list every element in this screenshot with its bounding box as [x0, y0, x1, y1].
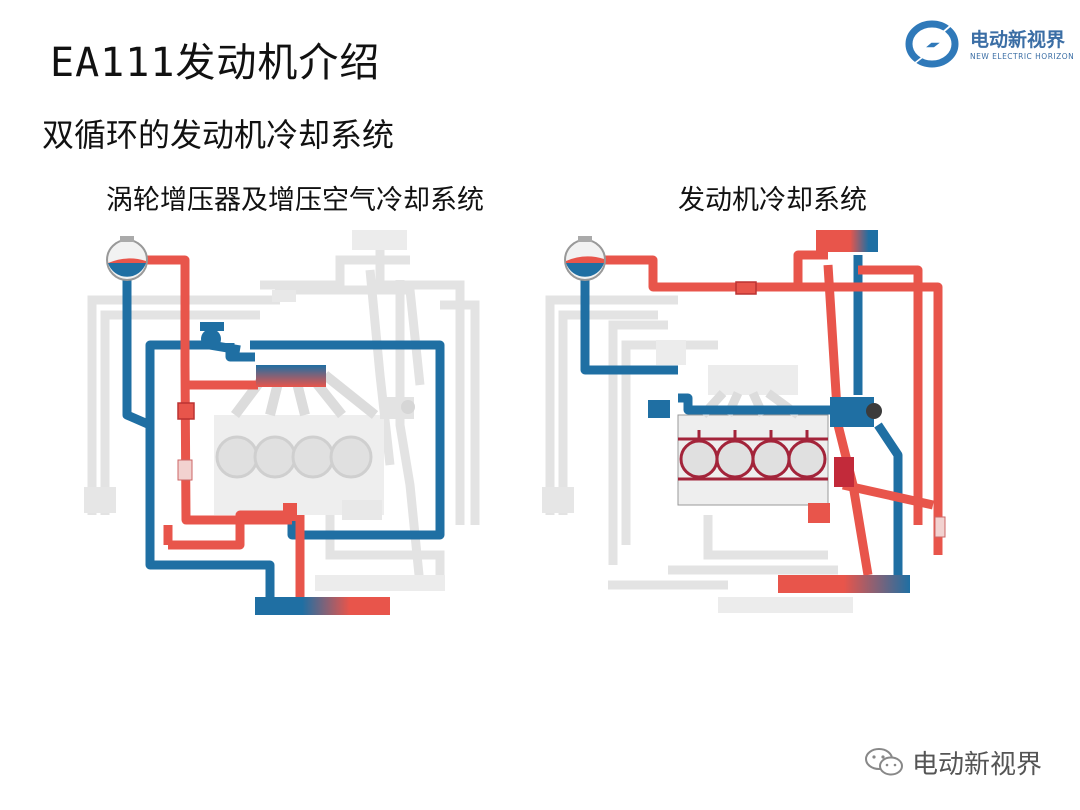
page-subtitle: 双循环的发动机冷却系统 — [42, 116, 395, 154]
turbocharger-pump — [200, 322, 224, 349]
aux-pump — [808, 503, 830, 523]
logo-name: 电动新视界 — [970, 29, 1066, 51]
flow-sensor — [934, 516, 946, 538]
cold-coolant-circuit — [122, 275, 445, 605]
turbo-diagram-caption: 涡轮增压器及增压空气冷却系统 — [106, 185, 484, 216]
engine-cooling-diagram — [542, 230, 946, 613]
turbo-cooling-diagram — [84, 230, 480, 615]
engine-block — [656, 340, 829, 506]
charge-air-cooler — [256, 365, 326, 387]
temperature-sensor — [735, 281, 757, 295]
inactive-pipes — [545, 295, 838, 590]
coolant-pump — [830, 397, 882, 487]
watermark-text: 电动新视界 — [912, 749, 1043, 780]
aux-radiator — [84, 487, 116, 513]
hot-coolant-circuit — [140, 255, 305, 605]
main-radiator — [255, 597, 390, 615]
lower-bracket — [315, 575, 445, 591]
aux-pump — [283, 503, 297, 521]
wechat-watermark: 电动新视界 — [864, 744, 1042, 780]
expansion-tank-top — [352, 230, 407, 250]
coolant-expansion-tank — [564, 236, 606, 281]
flow-sensor — [177, 459, 193, 481]
lower-bracket — [718, 597, 853, 613]
engine-block — [214, 371, 415, 520]
coolant-expansion-tank — [106, 236, 148, 281]
logo-tagline: NEW ELECTRIC HORIZON — [970, 52, 1075, 61]
heater-core — [816, 230, 878, 252]
thermostat-valve — [648, 400, 670, 418]
main-radiator — [778, 575, 910, 593]
wechat-icon — [865, 748, 903, 776]
lightning-swirl-logo-icon — [905, 13, 965, 71]
aux-radiator — [542, 487, 574, 513]
page-title: EA111发动机介绍 — [50, 40, 381, 86]
thermostat-valve — [177, 402, 195, 420]
brand-logo: 电动新视界 NEW ELECTRIC HORIZON — [902, 12, 1075, 72]
hot-coolant-circuit — [598, 250, 943, 576]
engine-diagram-caption: 发动机冷却系统 — [678, 185, 867, 216]
